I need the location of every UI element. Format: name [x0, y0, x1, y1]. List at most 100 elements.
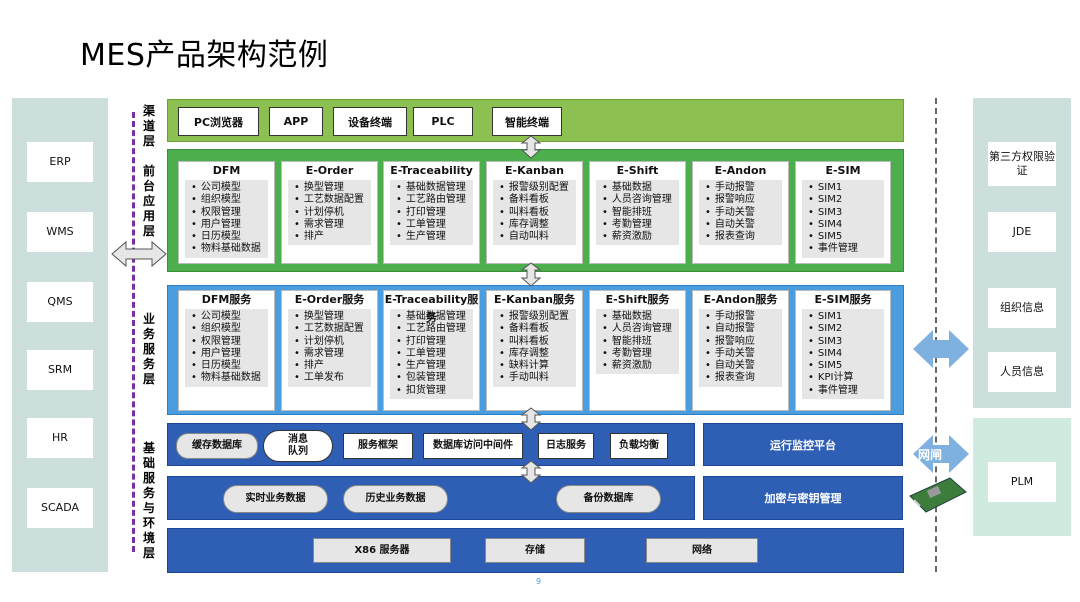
service-card: E-SIM服务SIM1SIM2SIM3SIM4SIM5KPI计算事件管理 — [795, 290, 891, 411]
system-hr: HR — [27, 418, 93, 458]
page-title: MES产品架构范例 — [80, 38, 329, 73]
service-card-item: KPI计算 — [808, 372, 880, 384]
front-card-item: 报表查询 — [705, 231, 778, 243]
front-card-item: 组织模型 — [191, 194, 264, 206]
front-card-item: 工单管理 — [396, 219, 469, 231]
service-card-title: E-Andon服务 — [703, 293, 778, 306]
service-card-item: 考勤管理 — [602, 348, 675, 360]
system-qms: QMS — [27, 282, 93, 322]
left-double-arrow-icon — [111, 240, 167, 268]
base-data-row: 实时业务数据 历史业务数据 备份数据库 — [167, 476, 695, 520]
front-card: E-Kanban报警级别配置备料看板叫料看板库存调整自动叫料 — [486, 161, 583, 264]
right-systems-panel: 第三方权限验证 JDE 组织信息 人员信息 — [973, 98, 1071, 408]
system-scada: SCADA — [27, 488, 93, 528]
front-card-item: 人员咨询管理 — [602, 194, 675, 206]
front-card-item: 报警响应 — [705, 194, 778, 206]
service-card-item: 叫料看板 — [499, 336, 572, 348]
service-card-body: 报警级别配置备料看板叫料看板库存调整缺料计算手动叫料 — [493, 309, 576, 387]
business-service-layer: DFM服务公司模型组织模型权限管理用户管理日历模型物料基础数据E-Order服务… — [167, 285, 904, 415]
front-card-item: 自动关警 — [705, 219, 778, 231]
system-erp: ERP — [27, 142, 93, 182]
service-card-body: 基础数据管理工艺路由管理打印管理工单管理生产管理包装管理扣货管理 — [390, 309, 473, 400]
service-card-item: 基础数据 — [602, 311, 675, 323]
service-card: E-Traceability服务基础数据管理工艺路由管理打印管理工单管理生产管理… — [383, 290, 480, 411]
system-srm: SRM — [27, 350, 93, 390]
base-infrastructure-row: X86 服务器 存储 网络 — [167, 528, 904, 573]
front-card-title: E-SIM — [825, 164, 861, 177]
left-systems-panel: ERP WMS QMS SRM HR SCADA — [12, 98, 108, 572]
front-card-item: 排产 — [294, 231, 367, 243]
service-card-item: 基础数据管理 — [396, 311, 469, 323]
message-queue-line2: 队列 — [288, 446, 308, 457]
front-card-item: 叫料看板 — [499, 207, 572, 219]
front-card-item: 事件管理 — [808, 243, 880, 255]
load-balancer: 负载均衡 — [610, 433, 668, 459]
monitoring-platform: 运行监控平台 — [703, 423, 903, 466]
storage: 存储 — [485, 538, 585, 563]
front-card-title: E-Andon — [714, 164, 767, 177]
system-plm: PLM — [988, 462, 1056, 502]
front-card-item: 考勤管理 — [602, 219, 675, 231]
system-wms: WMS — [27, 212, 93, 252]
service-card-item: 生产管理 — [396, 360, 469, 372]
vertical-arrow-icon-2 — [520, 262, 542, 287]
front-card: DFM公司模型组织模型权限管理用户管理日历模型物料基础数据 — [178, 161, 275, 264]
service-card-item: 用户管理 — [191, 348, 264, 360]
channel-device-terminal: 设备终端 — [333, 107, 407, 136]
service-card-item: 扣货管理 — [396, 385, 469, 397]
service-card-item: 公司模型 — [191, 311, 264, 323]
service-card-item: 需求管理 — [294, 348, 367, 360]
channel-smart-terminal: 智能终端 — [492, 107, 562, 136]
page-number: 9 — [536, 577, 542, 586]
service-card: E-Shift服务基础数据人员咨询管理智能排班考勤管理薪资激励 — [589, 290, 686, 411]
front-app-layer: DFM公司模型组织模型权限管理用户管理日历模型物料基础数据E-Order换型管理… — [167, 149, 904, 272]
front-card-item: SIM1 — [808, 182, 880, 194]
channel-app: APP — [269, 107, 323, 136]
service-card-item: SIM1 — [808, 311, 880, 323]
front-card-item: SIM4 — [808, 219, 880, 231]
front-card-title: E-Shift — [616, 164, 659, 177]
service-framework: 服务框架 — [343, 433, 413, 459]
front-card-item: SIM3 — [808, 207, 880, 219]
service-card: E-Kanban服务报警级别配置备料看板叫料看板库存调整缺料计算手动叫料 — [486, 290, 583, 411]
service-card-item: 物料基础数据 — [191, 372, 264, 384]
base-middleware-row: 缓存数据库 消息 队列 服务框架 数据库访问中间件 日志服务 负载均衡 — [167, 423, 695, 466]
vertical-arrow-icon-4 — [520, 460, 542, 484]
front-card-item: 需求管理 — [294, 219, 367, 231]
service-card-item: 智能排班 — [602, 336, 675, 348]
layer-divider-line — [132, 112, 135, 552]
front-card-item: 报警级别配置 — [499, 182, 572, 194]
service-card-item: 日历模型 — [191, 360, 264, 372]
right-plm-panel: PLM — [973, 418, 1071, 536]
front-card-body: 基础数据管理工艺路由管理打印管理工单管理生产管理 — [390, 180, 473, 246]
front-card-body: 基础数据人员咨询管理智能排班考勤管理薪资激励 — [596, 180, 679, 246]
service-card-item: 工艺数据配置 — [294, 323, 367, 335]
front-card-item: 库存调整 — [499, 219, 572, 231]
front-card-item: 换型管理 — [294, 182, 367, 194]
front-card-item: 智能排班 — [602, 207, 675, 219]
service-card-item: 手动报警 — [705, 311, 778, 323]
label-front-layer: 前台应用层 — [142, 164, 155, 238]
system-personnel-info: 人员信息 — [988, 352, 1056, 392]
label-service-layer: 业务服务层 — [142, 312, 155, 386]
encryption-key-management: 加密与密钥管理 — [703, 476, 903, 520]
service-card-item: 报警级别配置 — [499, 311, 572, 323]
service-card-body: 基础数据人员咨询管理智能排班考勤管理薪资激励 — [596, 309, 679, 375]
service-card-body: 换型管理工艺数据配置计划停机需求管理排产工单发布 — [288, 309, 371, 387]
service-card-item: 事件管理 — [808, 385, 880, 397]
service-card-item: 薪资激励 — [602, 360, 675, 372]
service-card-title: E-Kanban服务 — [494, 293, 575, 306]
front-card-body: 手动报警报警响应手动关警自动关警报表查询 — [699, 180, 782, 246]
service-card-item: 组织模型 — [191, 323, 264, 335]
front-card-item: 备料看板 — [499, 194, 572, 206]
service-card-item: 计划停机 — [294, 336, 367, 348]
front-card-title: E-Kanban — [505, 164, 564, 177]
realtime-business-data: 实时业务数据 — [223, 485, 328, 513]
front-card-item: 基础数据 — [602, 182, 675, 194]
service-card-item: 换型管理 — [294, 311, 367, 323]
service-card-title: E-Order服务 — [294, 293, 365, 306]
front-card: E-Shift 基础数据人员咨询管理智能排班考勤管理薪资激励 — [589, 161, 686, 264]
front-card-item: 公司模型 — [191, 182, 264, 194]
front-card-item: 工艺路由管理 — [396, 194, 469, 206]
service-card-item: 库存调整 — [499, 348, 572, 360]
